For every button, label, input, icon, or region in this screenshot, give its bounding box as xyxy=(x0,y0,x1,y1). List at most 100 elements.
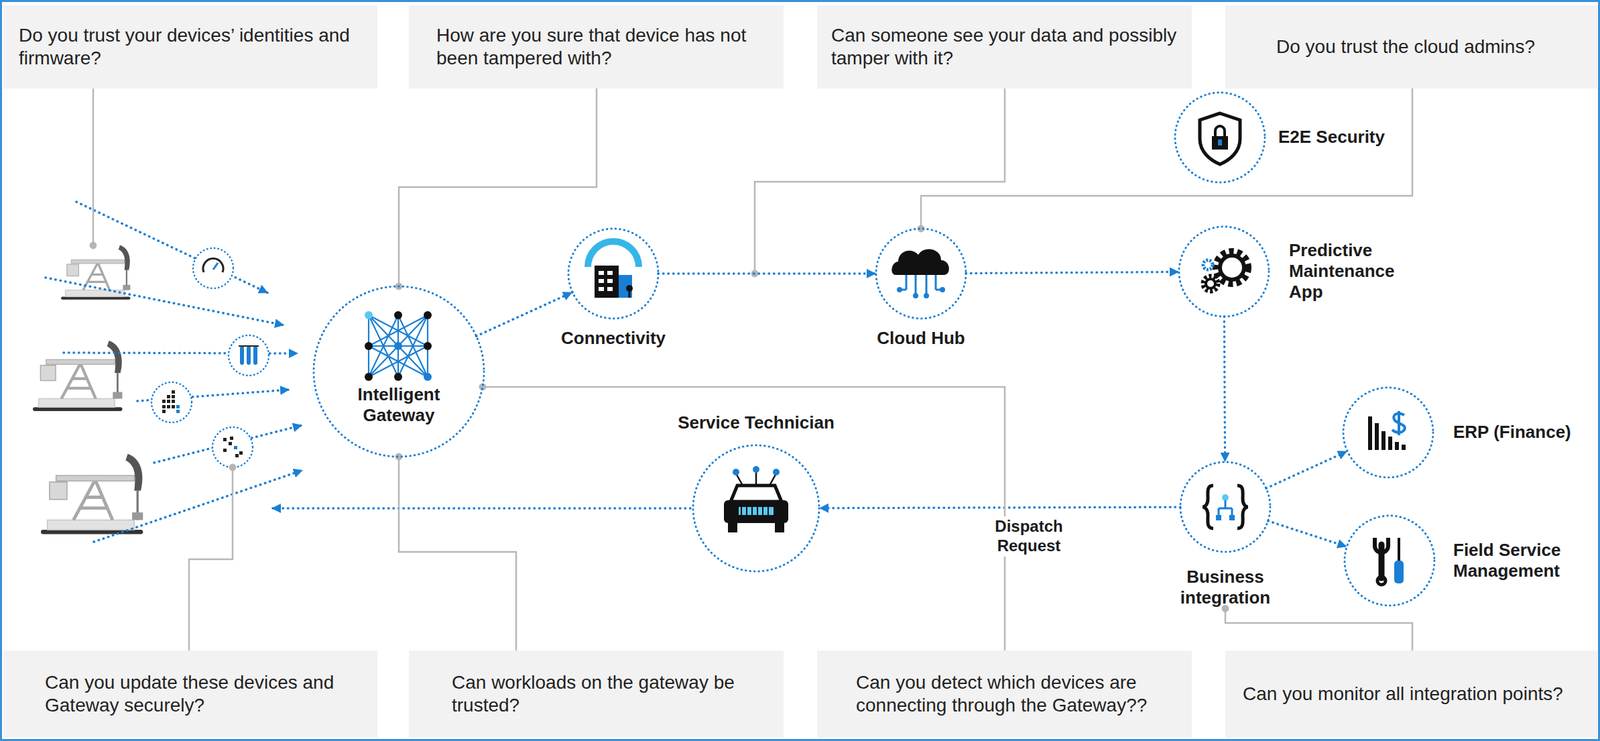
leader-lines xyxy=(189,467,233,651)
connectivity-icon xyxy=(626,284,633,292)
sensor-arrows xyxy=(93,469,303,542)
tools-icon xyxy=(1374,537,1404,585)
shield-icon xyxy=(1215,126,1225,137)
field-service-circle: Field Service Management xyxy=(1343,514,1436,607)
question-box: Can you monitor all integration points? xyxy=(1225,650,1598,738)
leader-lines xyxy=(754,88,1005,274)
circle-outline xyxy=(1343,387,1434,478)
edge-label: Dispatch Request xyxy=(992,516,1066,557)
circle-outline xyxy=(874,227,968,320)
connectivity-icon xyxy=(594,265,619,298)
sensor-icons xyxy=(171,390,175,394)
question-box: Can workloads on the gateway be trusted? xyxy=(408,650,784,738)
vehicle-icon xyxy=(730,485,782,502)
circle-outline xyxy=(1179,226,1269,317)
node-label: Business integration xyxy=(1171,566,1279,608)
circle-outline xyxy=(1179,460,1272,553)
flow-arrow xyxy=(819,506,1181,509)
gateway-icon xyxy=(423,341,432,350)
cloud-icon xyxy=(912,292,919,299)
sensor-icons xyxy=(233,445,238,450)
tools-icon xyxy=(1378,544,1385,578)
gateway-icon xyxy=(423,311,432,320)
gateway-icon xyxy=(364,341,373,350)
question-text: Do you trust the cloud admins? xyxy=(1276,35,1535,59)
sensor-icons xyxy=(228,335,269,376)
gears-icon xyxy=(1205,278,1216,289)
connectivity-icon xyxy=(587,241,639,267)
leader-line xyxy=(482,386,1005,651)
circle-outline xyxy=(876,228,966,319)
finance-icon xyxy=(1368,410,1406,450)
shield-icon xyxy=(1217,139,1222,146)
gateway-icon xyxy=(364,372,373,381)
pumpjacks xyxy=(40,453,143,535)
sensor-icons xyxy=(228,335,269,376)
flow-arrow xyxy=(1268,520,1348,547)
sensor-icons xyxy=(176,404,180,409)
circle-outline xyxy=(1180,461,1271,552)
finance-icon xyxy=(1392,410,1405,436)
shield-icon xyxy=(1211,136,1228,150)
pumpjacks xyxy=(32,244,143,534)
circle-outline xyxy=(693,445,820,572)
circle-outline xyxy=(1177,225,1271,318)
leader-line xyxy=(920,88,1413,229)
connectivity-icon xyxy=(598,278,604,283)
circle-outline xyxy=(1344,515,1435,606)
leader-line xyxy=(398,456,517,651)
question-box: How are you sure that device has not bee… xyxy=(408,5,784,89)
integration-icon xyxy=(1221,494,1229,501)
gateway-icon xyxy=(364,311,373,320)
connectivity-icon xyxy=(607,286,613,291)
cloud-icon xyxy=(896,286,903,293)
integration-icon xyxy=(1218,500,1233,515)
flow-arrow xyxy=(1223,316,1225,462)
security-circle: E2E Security xyxy=(1173,91,1267,184)
question-text: Can you update these devices and Gateway… xyxy=(44,670,367,717)
question-box: Can you update these devices and Gateway… xyxy=(3,650,378,738)
sensor-icons xyxy=(166,394,171,399)
flow-arrow xyxy=(1266,451,1348,488)
question-text: Do you trust your devices’ identities an… xyxy=(18,24,367,70)
sensor-arrows xyxy=(45,277,285,326)
sensor-icons xyxy=(151,382,192,423)
circle-outline xyxy=(313,286,484,457)
connectivity-icon xyxy=(607,278,613,283)
integration-circle: Business integration xyxy=(1179,460,1272,553)
tools-icon xyxy=(1374,537,1389,553)
gears-icon xyxy=(1219,255,1245,280)
leader-lines xyxy=(92,88,95,246)
circle-outline xyxy=(312,284,486,458)
sensor-icons xyxy=(193,248,234,289)
sensor-icons xyxy=(223,448,227,452)
integration-icon xyxy=(1215,514,1222,521)
node-label: Service Technician xyxy=(677,412,835,434)
connectivity-icon xyxy=(598,270,604,275)
cloud-icon xyxy=(900,274,942,294)
connectivity-icon xyxy=(598,286,604,291)
question-text: Can you detect which devices are connect… xyxy=(855,670,1182,717)
vehicle-icon xyxy=(774,522,785,533)
vehicle-icon xyxy=(735,470,777,486)
sensor-icons xyxy=(223,437,227,442)
vehicle-icon xyxy=(772,468,780,476)
sensor-icons xyxy=(235,453,239,458)
sensor-icons xyxy=(151,382,192,423)
finance-icon xyxy=(1394,441,1399,450)
question-box: Do you trust the cloud admins? xyxy=(1225,5,1598,89)
finance-icon xyxy=(1374,422,1379,450)
question-box: Can you detect which devices are connect… xyxy=(817,650,1192,738)
sensor-arrows xyxy=(45,201,691,542)
integration-icon xyxy=(1202,485,1214,529)
question-box: Do you trust your devices’ identities an… xyxy=(3,5,378,89)
circle-outline xyxy=(567,227,660,320)
technician-circle: Service Technician xyxy=(691,443,821,573)
sensor-icons xyxy=(246,345,251,365)
gears-icon xyxy=(1203,251,1249,291)
vehicle-icon xyxy=(741,506,769,515)
question-text: Can someone see your data and possibly t… xyxy=(831,24,1182,70)
sensor-icons xyxy=(193,248,234,289)
shield-icon xyxy=(1199,113,1241,165)
sensor-icons xyxy=(238,345,259,347)
